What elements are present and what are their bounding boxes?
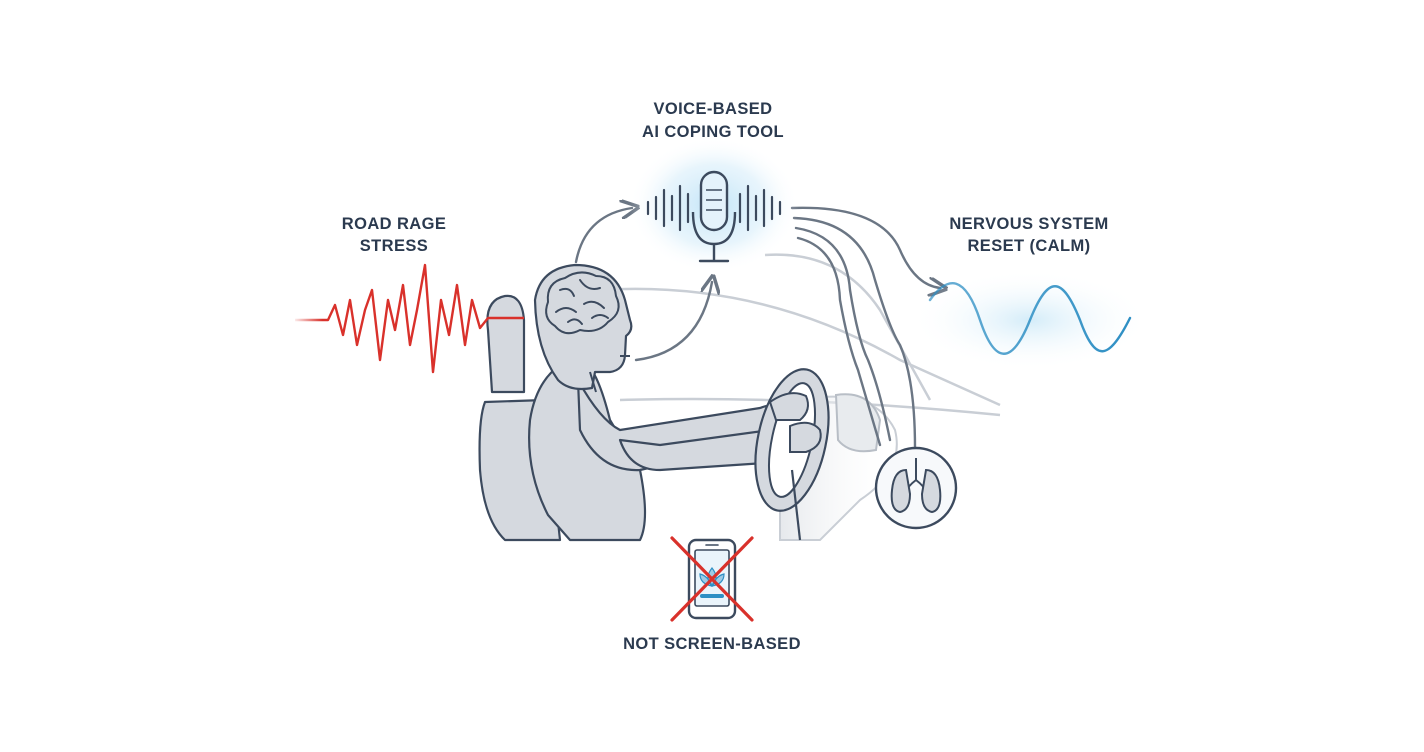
lungs-icon	[874, 446, 958, 530]
arrow-voice-to-mic	[634, 282, 712, 362]
calm-label-line2: RESET (CALM)	[967, 237, 1090, 255]
screen-label: NOT SCREEN-BASED	[623, 635, 801, 653]
arrow-to-mic	[574, 208, 632, 264]
phone-icon	[670, 536, 754, 622]
voice-label-line2: AI COPING TOOL	[642, 123, 784, 141]
steering-wheel-icon	[754, 368, 830, 541]
arrow-to-calm	[790, 206, 940, 288]
voice-label-line1: VOICE-BASED	[654, 100, 773, 118]
stress-waveform	[295, 263, 524, 374]
stress-label-line1: ROAD RAGE	[342, 215, 446, 233]
calm-label-line1: NERVOUS SYSTEM	[949, 215, 1108, 233]
flow-arrows	[574, 206, 940, 450]
cross-mark	[670, 536, 754, 622]
brain-icon	[545, 271, 620, 335]
microphone-icon	[629, 137, 799, 273]
stress-label-line2: STRESS	[360, 237, 428, 255]
calm-waveform	[910, 270, 1150, 370]
